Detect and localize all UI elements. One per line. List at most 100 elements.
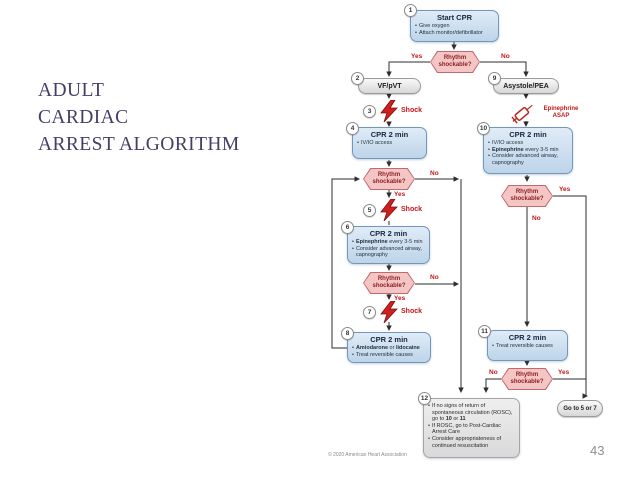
step-badge-1: 1 [404, 4, 417, 17]
step-badge-3: 3 [363, 105, 376, 118]
node-bullets: •Give oxygen•Attach monitor/defibrillato… [411, 22, 498, 36]
branch-no-label: No [501, 53, 510, 60]
bullet-item: •Give oxygen [415, 23, 450, 29]
copyright-text: © 2020 American Heart Association [328, 452, 407, 458]
branch-no-label: No [430, 170, 439, 177]
node-title: CPR 2 min [369, 229, 408, 238]
slide-title-line3: ARREST ALGORITHM [38, 134, 240, 155]
node-cpr-10: CPR 2 min •IV/IO access•Epinephrine ever… [483, 127, 573, 174]
node-title: CPR 2 min [508, 333, 547, 342]
bullet-item: •If ROSC, go to Post-Cardiac Arrest Care [428, 422, 502, 436]
step-badge-9: 9 [488, 72, 501, 85]
shock-bolt-icon-5 [380, 199, 398, 221]
step-badge-11: 11 [478, 325, 491, 338]
decision-line2: shockable? [510, 196, 544, 202]
node-start-cpr: Start CPR •Give oxygen•Attach monitor/de… [410, 10, 499, 42]
node-asystole-pea: Asystole/PEA [493, 78, 559, 94]
step-badge-2: 2 [351, 72, 364, 85]
branch-yes-label: Yes [411, 53, 423, 60]
step-badge-6: 6 [341, 221, 354, 234]
shock-bolt-icon-3 [380, 100, 398, 122]
decision-label: Rhythm shockable? [363, 168, 415, 190]
bullet-item: •Consider advanced airway, capnography [488, 153, 558, 166]
branch-yes-label: Yes [394, 295, 406, 302]
decision-line1: Rhythm [377, 276, 401, 282]
node-bullets: •Amiodarone or lidocaine•Treat reversibl… [348, 344, 430, 358]
decision-line1: Rhythm [377, 172, 401, 178]
bullet-item: •Epinephrine every 3-5 min [352, 239, 423, 245]
node-bullets: •If no signs of return of spontaneous ci… [424, 399, 519, 449]
shock-label-5: Shock [401, 206, 423, 213]
branch-yes-label: Yes [394, 191, 406, 198]
node-title: CPR 2 min [509, 130, 547, 139]
decision-rhythm-shockable-2: Rhythm shockable? [363, 168, 415, 190]
epinephrine-line2: ASAP [552, 113, 570, 119]
decision-rhythm-shockable-5: Rhythm shockable? [501, 368, 553, 390]
shock-bolt-icon-7 [380, 301, 398, 323]
decision-line2: shockable? [510, 379, 544, 385]
node-cpr-6: CPR 2 min •Epinephrine every 3-5 min•Con… [347, 226, 430, 264]
bullet-item: •Attach monitor/defibrillator [415, 29, 483, 36]
hexagon-fill [502, 186, 552, 206]
hexagon-fill [364, 169, 414, 189]
slide-title-line1: ADULT [38, 80, 105, 101]
bullet-item: •Epinephrine every 3-5 min [488, 146, 559, 153]
decision-label: Rhythm shockable? [363, 272, 415, 294]
node-vf-pvt: VF/pVT [358, 78, 421, 94]
decision-label: Rhythm shockable? [430, 51, 480, 73]
bullet-item: •IV/IO access [357, 140, 393, 146]
branch-no-label: No [532, 215, 541, 222]
decision-label: Rhythm shockable? [501, 368, 553, 390]
decision-line1: Rhythm [515, 189, 539, 195]
node-bullets: •Treat reversible causes [488, 342, 567, 350]
branch-no-label: No [489, 369, 498, 376]
hexagon-fill [431, 52, 479, 72]
shock-label-7: Shock [401, 308, 423, 315]
node-title: Start CPR [436, 13, 472, 22]
decision-rhythm-shockable-4: Rhythm shockable? [501, 185, 553, 207]
node-goto-5-or-7: Go to 5 or 7 [557, 400, 603, 417]
node-title: CPR 2 min [370, 130, 409, 139]
bullet-item: •Consider appropriateness of continued r… [428, 435, 502, 449]
step-badge-5: 5 [363, 204, 376, 217]
bullet-item: •Amiodarone or lidocaine [352, 345, 420, 351]
decision-line2: shockable? [372, 283, 406, 289]
step-badge-12: 12 [418, 392, 431, 405]
decision-label: Rhythm shockable? [501, 185, 553, 207]
step-badge-7: 7 [363, 306, 376, 319]
decision-rhythm-shockable-3: Rhythm shockable? [363, 272, 415, 294]
page-number: 43 [590, 443, 605, 458]
decision-line2: shockable? [438, 62, 472, 68]
branch-yes-label: Yes [558, 369, 570, 376]
decision-rhythm-shockable-1: Rhythm shockable? [430, 51, 480, 73]
step-badge-4: 4 [346, 122, 359, 135]
bullet-item: •If no signs of return of spontaneous ci… [428, 403, 513, 423]
decision-line2: shockable? [372, 179, 406, 185]
node-rosc-12: •If no signs of return of spontaneous ci… [423, 398, 520, 458]
node-title: CPR 2 min [370, 335, 408, 344]
slide-title-line2: CARDIAC [38, 107, 129, 128]
syringe-icon [511, 104, 533, 124]
bullet-item: •IV/IO access [488, 140, 524, 146]
shock-label-3: Shock [401, 107, 423, 114]
node-bullets: •Epinephrine every 3-5 min•Consider adva… [348, 238, 429, 259]
decision-line1: Rhythm [443, 55, 467, 61]
bullet-item: •Treat reversible causes [352, 351, 413, 358]
node-bullets: •IV/IO access•Epinephrine every 3-5 min•… [484, 139, 572, 166]
node-cpr-11: CPR 2 min •Treat reversible causes [487, 330, 568, 361]
epinephrine-asap-label: Epinephrine ASAP [541, 106, 581, 120]
node-cpr-4: CPR 2 min •IV/IO access [352, 127, 427, 159]
step-badge-8: 8 [341, 327, 354, 340]
step-badge-10: 10 [477, 122, 490, 135]
hexagon-fill [502, 369, 552, 389]
branch-yes-label: Yes [559, 186, 571, 193]
decision-line1: Rhythm [515, 372, 539, 378]
slide-title: ADULT CARDIAC ARREST ALGORITHM [38, 77, 240, 158]
epinephrine-line1: Epinephrine [543, 106, 579, 112]
node-cpr-8: CPR 2 min •Amiodarone or lidocaine•Treat… [347, 332, 431, 363]
node-bullets: •IV/IO access [353, 139, 426, 147]
branch-no-label: No [430, 274, 439, 281]
bullet-item: •Treat reversible causes [492, 343, 553, 349]
